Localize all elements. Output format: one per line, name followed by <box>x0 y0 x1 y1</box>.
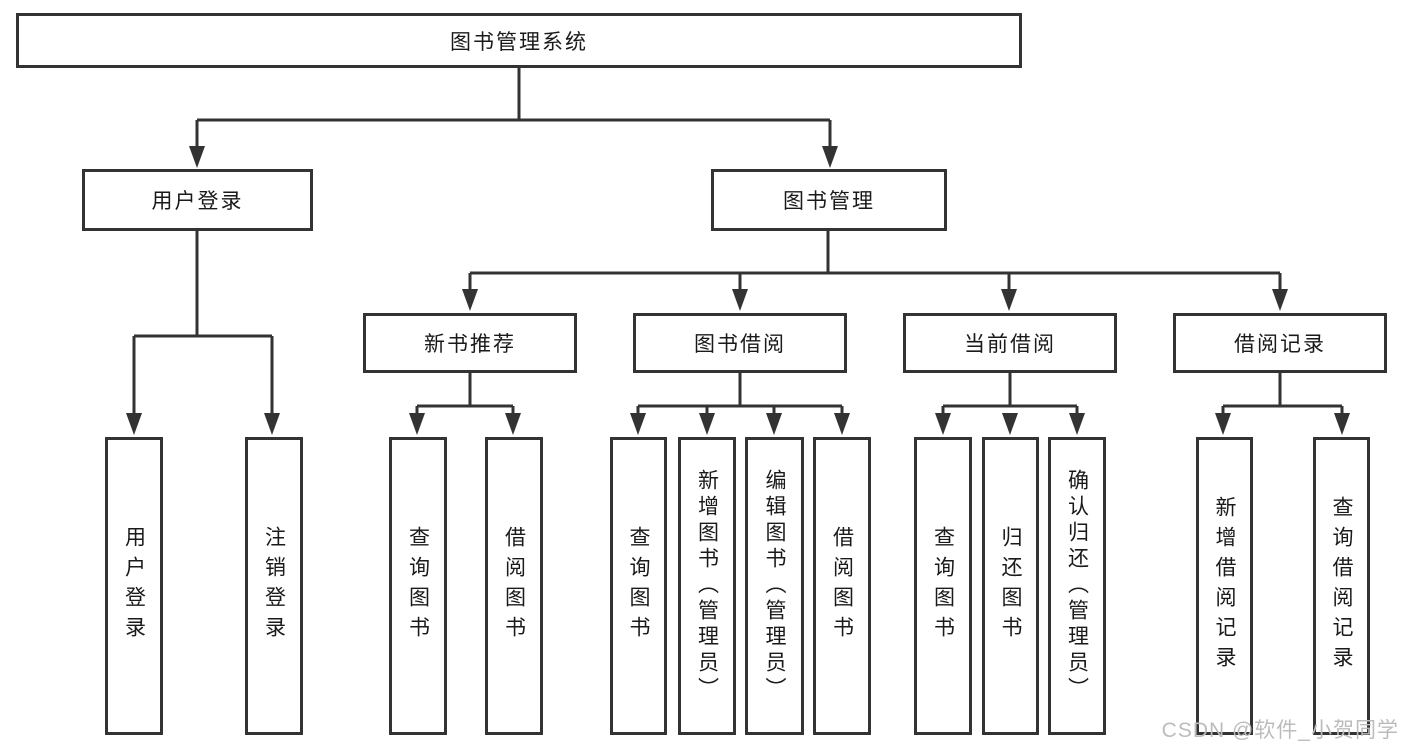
node-label: 查询借阅记录 <box>1330 496 1353 676</box>
edge-newbook-to-leaves <box>415 373 515 415</box>
node-label: 查询图书 <box>627 526 650 646</box>
node-borrow-records: 借阅记录 <box>1173 313 1387 373</box>
edge-bookborrow-to-leaves <box>636 373 844 415</box>
arrowheads-level3 <box>462 289 1288 311</box>
node-label: 新增图书（管理员） <box>695 469 719 703</box>
arrowheads-level2 <box>189 146 838 168</box>
node-label: 用户登录 <box>122 526 146 646</box>
node-label: 查询图书 <box>406 526 430 646</box>
leaf-logout-login: 注销登录 <box>245 437 303 735</box>
leaf-add-borrow-record: 新增借阅记录 <box>1196 437 1253 735</box>
leaf-query-borrow-record: 查询借阅记录 <box>1313 437 1370 735</box>
node-label: 用户登录 <box>151 190 244 213</box>
arrowheads-userlogin-leaves <box>126 413 280 435</box>
node-new-book-recommend: 新书推荐 <box>363 313 577 373</box>
leaf-query-books-newbook: 查询图书 <box>389 437 447 735</box>
edge-userlogin-to-leaves <box>132 231 274 415</box>
node-label: 当前借阅 <box>964 333 1056 356</box>
node-label: 确认归还（管理员） <box>1065 469 1089 703</box>
node-current-borrow: 当前借阅 <box>903 313 1117 373</box>
node-label: 借阅图书 <box>830 526 854 646</box>
arrowheads-leaves <box>409 413 1350 435</box>
node-label: 图书管理系统 <box>450 30 588 54</box>
node-label: 借阅记录 <box>1234 333 1326 356</box>
node-label: 新书推荐 <box>424 333 516 356</box>
node-label: 归还图书 <box>999 526 1022 646</box>
node-label: 注销登录 <box>262 526 286 646</box>
node-label: 编辑图书（管理员） <box>763 469 786 703</box>
node-library-management-system: 图书管理系统 <box>16 13 1022 68</box>
node-label: 借阅图书 <box>502 526 526 646</box>
edge-bookmgmt-to-level3 <box>468 231 1282 291</box>
leaf-user-login: 用户登录 <box>105 437 163 735</box>
csdn-watermark: CSDN @软件_小贺同学 <box>1161 719 1399 742</box>
node-book-borrow: 图书借阅 <box>633 313 847 373</box>
leaf-edit-books-admin: 编辑图书（管理员） <box>745 437 804 735</box>
node-label: 查询图书 <box>931 526 955 646</box>
leaf-confirm-return-admin: 确认归还（管理员） <box>1048 437 1106 735</box>
leaf-query-books-current: 查询图书 <box>914 437 972 735</box>
edge-currentborrow-to-leaves <box>941 373 1079 415</box>
node-label: 图书借阅 <box>694 333 786 356</box>
leaf-borrow-books-borrow: 借阅图书 <box>813 437 871 735</box>
node-label: 图书管理 <box>783 190 875 213</box>
leaf-return-books: 归还图书 <box>982 437 1039 735</box>
node-label: 新增借阅记录 <box>1213 496 1236 676</box>
edge-borrowrecord-to-leaves <box>1221 373 1344 415</box>
edge-root-to-level2 <box>195 68 832 148</box>
node-book-management: 图书管理 <box>711 169 947 231</box>
leaf-borrow-books-newbook: 借阅图书 <box>485 437 543 735</box>
leaf-add-books-admin: 新增图书（管理员） <box>678 437 736 735</box>
leaf-query-books-borrow: 查询图书 <box>610 437 667 735</box>
node-user-login: 用户登录 <box>82 169 313 231</box>
